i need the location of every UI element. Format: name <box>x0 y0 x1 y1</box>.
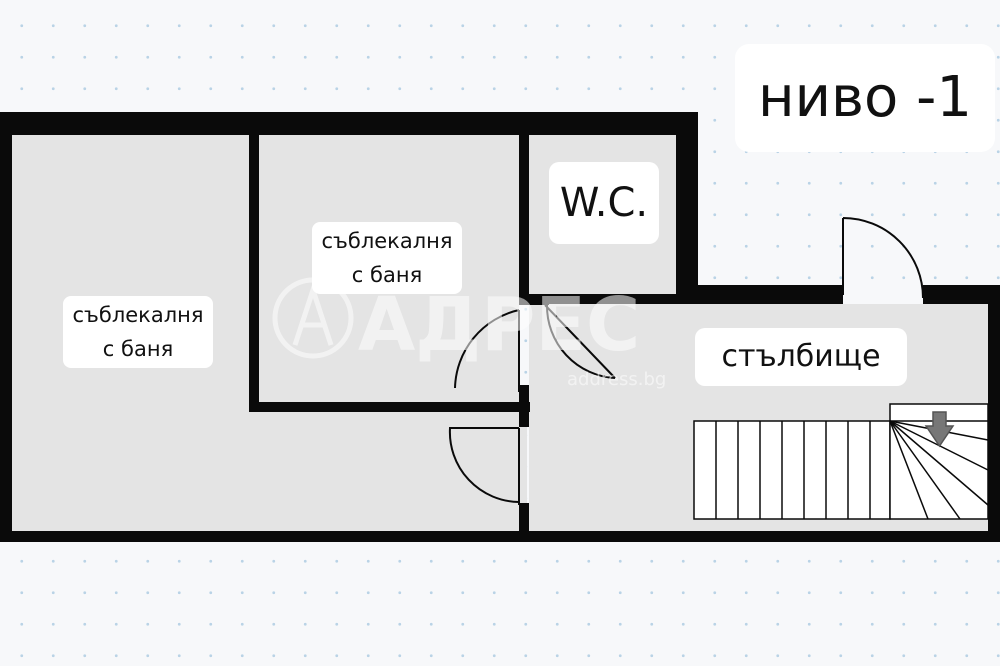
door-corridor <box>448 427 520 505</box>
dressing-room-1-line1: съблекалня <box>72 303 204 327</box>
interior-walls <box>249 135 676 531</box>
stair-down-arrow-icon <box>924 411 955 448</box>
door-swings <box>448 217 924 505</box>
wc-label: W.C. <box>549 162 659 244</box>
door-exterior <box>842 217 924 299</box>
level-label: ниво -1 <box>735 44 995 152</box>
exterior-walls <box>0 112 1000 542</box>
dressing-room-1-line2: с баня <box>102 337 174 361</box>
staircase-label: стълбище <box>695 328 907 386</box>
door-wc <box>544 304 616 379</box>
door-dressing-room-2 <box>454 309 520 392</box>
dressing-room-2-line2: с баня <box>351 263 423 287</box>
dressing-room-1-label: съблекалня с баня <box>63 296 213 368</box>
dressing-room-2-line1: съблекалня <box>321 229 453 253</box>
corridor-floor <box>249 412 527 531</box>
dressing-room-2-label: съблекалня с баня <box>312 222 462 294</box>
